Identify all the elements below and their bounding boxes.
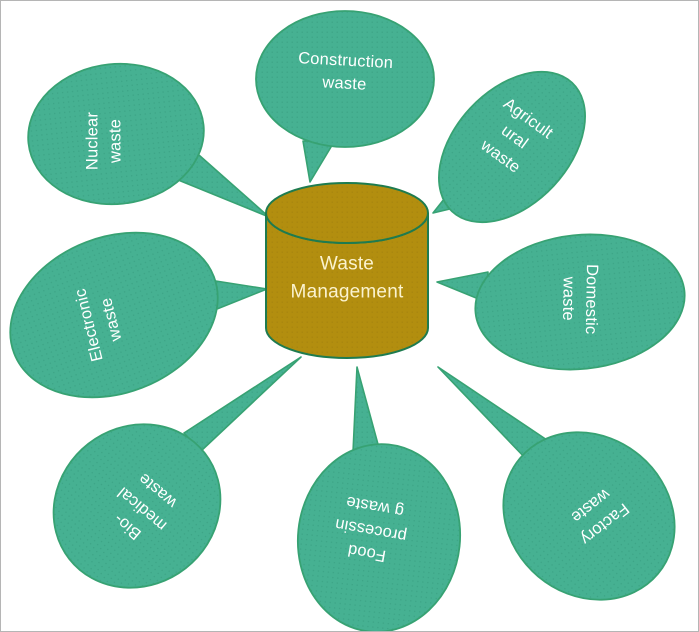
agricultural-waste-ellipse <box>438 70 586 224</box>
construction-waste-ellipse <box>255 10 435 148</box>
waste-management-cylinder <box>265 182 429 359</box>
bio-medical-waste-bubble <box>52 356 302 589</box>
domestic-waste-ellipse <box>474 233 686 371</box>
factory-waste-ellipse <box>502 431 676 601</box>
construction-waste-bubble <box>255 10 435 183</box>
food-processing-waste-ellipse <box>296 443 462 631</box>
cylinder-top <box>265 182 429 244</box>
agricultural-waste-bubble <box>432 70 586 224</box>
factory-waste-bubble <box>437 366 676 601</box>
nuclear-waste-ellipse <box>27 62 205 206</box>
construction-waste-tail <box>302 140 335 183</box>
electronic-waste-bubble <box>9 231 268 399</box>
bio-medical-waste-ellipse <box>52 423 222 589</box>
nuclear-waste-bubble <box>27 62 270 218</box>
food-processing-waste-bubble <box>296 366 462 631</box>
domestic-waste-bubble <box>436 233 686 371</box>
food-processing-waste-tail <box>352 366 380 453</box>
electronic-waste-ellipse <box>9 231 219 399</box>
bio-medical-waste-tail <box>183 356 302 452</box>
